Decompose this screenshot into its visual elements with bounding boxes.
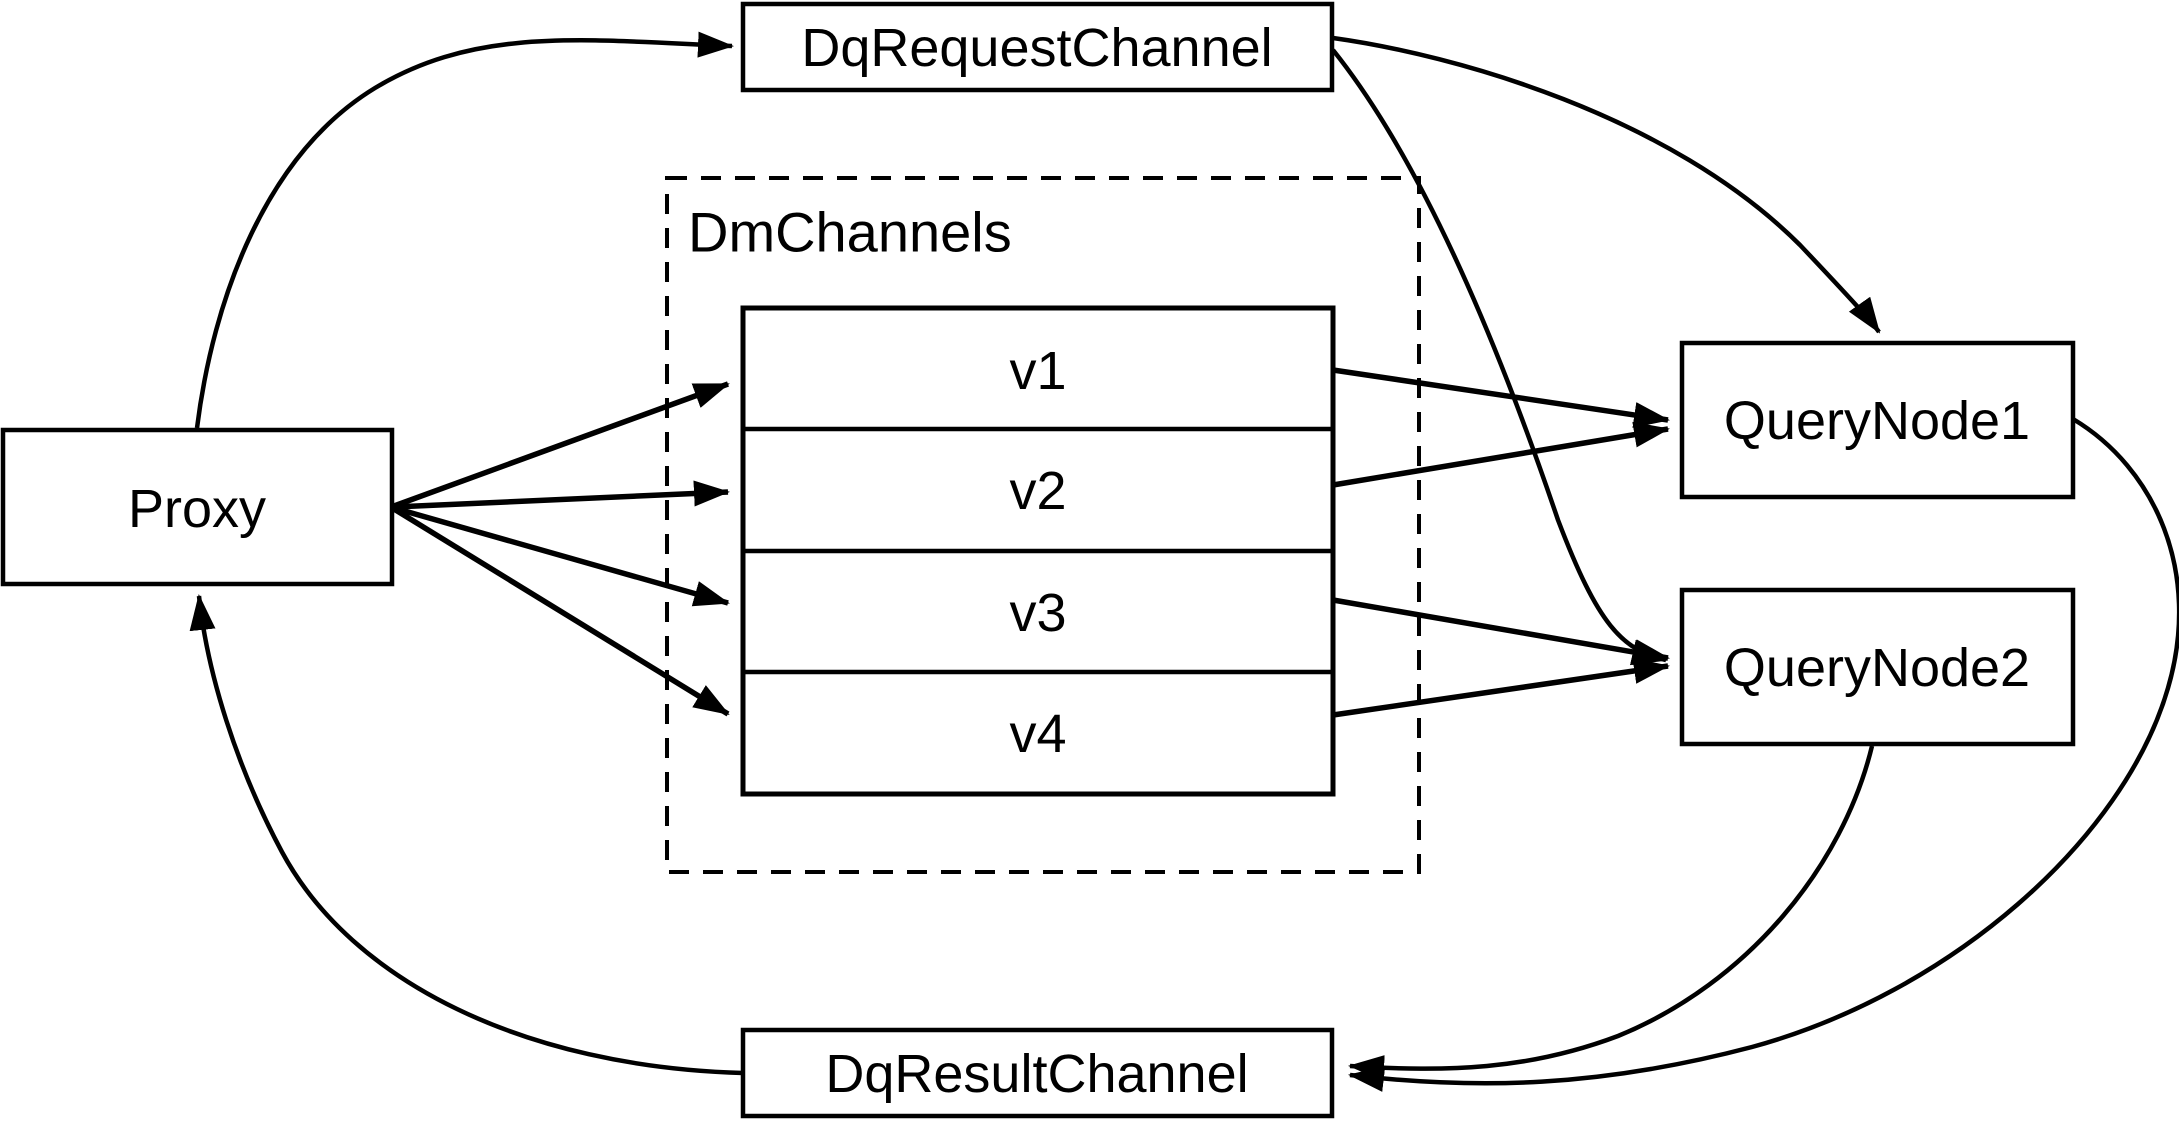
edge-proxy-to-v1: [393, 381, 730, 509]
edge-proxy-to-v3: [393, 505, 730, 607]
v3-label: v3: [1009, 583, 1066, 643]
proxy-label: Proxy: [128, 479, 266, 539]
proxy-node: [0, 427, 395, 587]
edge-dqrequestchannel-to-querynode1: [1332, 35, 1881, 334]
v1-label: v1: [1009, 341, 1066, 401]
edge-proxy-to-v4: [392, 506, 730, 717]
edge-v1-to-querynode1: [1332, 367, 1670, 428]
querynode1-label: QueryNode1: [1724, 391, 2030, 451]
dmchannels-group-box: [665, 176, 1421, 874]
edge-proxy-to-v2: [393, 480, 730, 510]
dqrequestchannel-label: DqRequestChannel: [801, 18, 1272, 78]
querynode2-label: QueryNode2: [1724, 638, 2030, 698]
edge-querynode2-to-dqresultchannel: [1348, 745, 1875, 1082]
edge-v2-to-querynode1: [1332, 421, 1670, 488]
edge-dqrequestchannel-to-querynode2: [1331, 48, 1668, 666]
edge-dqresultchannel-to-proxy: [189, 594, 744, 1076]
dqresultchannel-label: DqResultChannel: [825, 1044, 1248, 1104]
v4-label: v4: [1009, 704, 1066, 764]
querynode2-node: [1679, 587, 2076, 747]
dqresultchannel-node: [740, 1027, 1335, 1119]
dqrequestchannel-node: [740, 1, 1335, 93]
v2-label: v2: [1009, 461, 1066, 521]
edge-querynode1-to-dqresultchannel: [1348, 417, 2179, 1092]
edge-v4-to-querynode2: [1332, 658, 1670, 718]
querynode1-node: [1679, 340, 2076, 500]
dmchannels-label: DmChannels: [688, 201, 1012, 264]
edge-proxy-to-dqrequestchannel: [194, 31, 734, 429]
edge-v3-to-querynode2: [1332, 597, 1670, 666]
